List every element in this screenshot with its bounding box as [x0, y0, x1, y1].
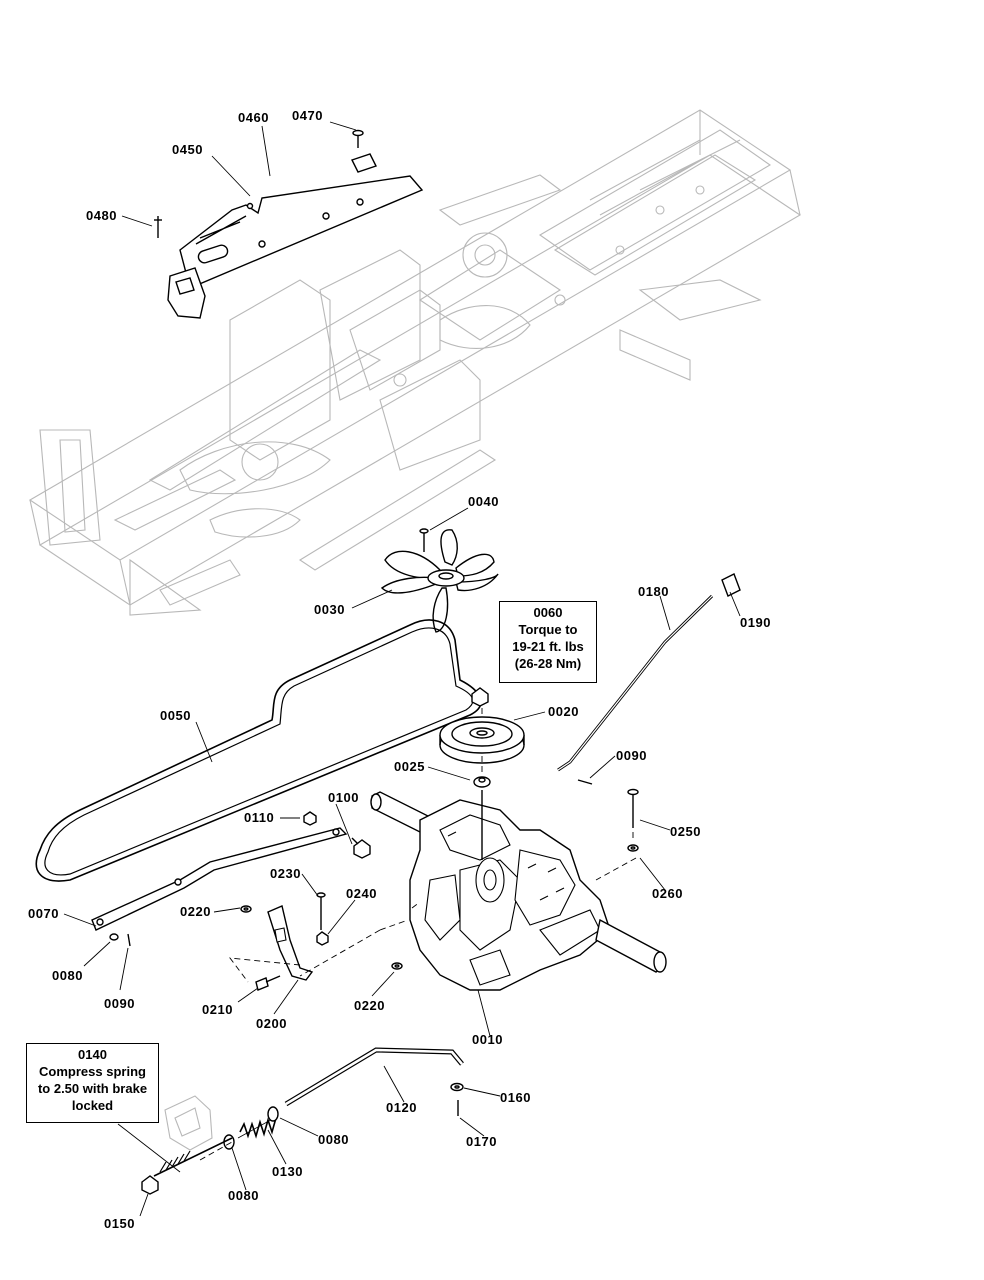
pin-0090-left — [127, 933, 131, 947]
pulley-0020 — [439, 716, 525, 764]
label-0200: 0200 — [256, 1016, 287, 1031]
label-0130: 0130 — [272, 1164, 303, 1179]
label-0100: 0100 — [328, 790, 359, 805]
washer-0220-left — [240, 905, 252, 913]
label-0020: 0020 — [548, 704, 579, 719]
belt-0050 — [35, 619, 482, 882]
fan-0030 — [380, 529, 499, 633]
nut-0060 — [471, 687, 489, 707]
nut-0150 — [141, 1175, 159, 1195]
label-0450: 0450 — [172, 142, 203, 157]
label-0025: 0025 — [394, 759, 425, 774]
rod-0120 — [284, 1047, 464, 1107]
label-0090-top: 0090 — [616, 748, 647, 763]
washer-0080-left — [109, 933, 119, 941]
frame-chassis — [28, 109, 802, 616]
washer-0220-right — [391, 962, 403, 970]
screw-0480 — [154, 216, 162, 238]
bolt-0210 — [255, 975, 281, 991]
torque-callout: 0060 Torque to 19-21 ft. lbs (26-28 Nm) — [499, 601, 597, 683]
washer-0160 — [450, 1082, 464, 1092]
leader-lines — [63, 121, 741, 1217]
label-0080-low: 0080 — [228, 1188, 259, 1203]
bolt-0250 — [627, 788, 639, 828]
nut-0240 — [316, 931, 329, 946]
label-0160: 0160 — [500, 1090, 531, 1105]
label-0240: 0240 — [346, 886, 377, 901]
pin-0470 — [352, 129, 364, 148]
brake-bracket — [164, 1095, 213, 1151]
transaxle-0010 — [370, 790, 667, 991]
label-0180: 0180 — [638, 584, 669, 599]
spring-callout-line-1: Compress spring — [39, 1064, 146, 1079]
pin-0090-top — [577, 779, 593, 785]
label-0010: 0010 — [472, 1032, 503, 1047]
label-0050: 0050 — [160, 708, 191, 723]
rod-spring — [153, 1137, 233, 1177]
label-0480: 0480 — [86, 208, 117, 223]
spring-callout-part: 0140 — [78, 1047, 107, 1062]
bolt-0230 — [316, 892, 326, 930]
label-0470: 0470 — [292, 108, 323, 123]
torque-callout-line-1: Torque to — [518, 622, 578, 637]
bracket-0200 — [267, 905, 314, 981]
washer-0260 — [627, 844, 639, 852]
label-0150: 0150 — [104, 1216, 135, 1231]
label-0070: 0070 — [28, 906, 59, 921]
hub-0025 — [473, 776, 491, 788]
label-0170: 0170 — [466, 1134, 497, 1149]
label-0260: 0260 — [652, 886, 683, 901]
label-0220-right: 0220 — [354, 998, 385, 1013]
label-0190: 0190 — [740, 615, 771, 630]
label-0120: 0120 — [386, 1100, 417, 1115]
label-0230: 0230 — [270, 866, 301, 881]
label-0210: 0210 — [202, 1002, 233, 1017]
footrest-panel — [167, 153, 424, 319]
assembly-dashed-lines — [199, 708, 637, 1161]
bolt-0100 — [351, 837, 371, 859]
arm-0070 — [91, 827, 348, 931]
label-0080-left: 0080 — [52, 968, 83, 983]
label-0460: 0460 — [238, 110, 269, 125]
label-0040: 0040 — [468, 494, 499, 509]
spring-callout-line-3: locked — [71, 1098, 114, 1113]
part-labels: 0460 0470 0450 0480 0040 0030 0180 0190 … — [28, 108, 771, 1231]
label-0220-left: 0220 — [180, 904, 211, 919]
nut-0110 — [303, 811, 317, 826]
spring-callout: 0140 Compress spring to 2.50 with brake … — [26, 1043, 159, 1123]
torque-callout-line-2: 19-21 ft. lbs — [512, 639, 584, 654]
knob-0190 — [721, 573, 741, 597]
spring-callout-line-2: to 2.50 with brake — [37, 1081, 148, 1096]
label-0030: 0030 — [314, 602, 345, 617]
label-0110: 0110 — [244, 810, 274, 825]
bolt-0040 — [419, 528, 429, 552]
torque-callout-line-3: (26-28 Nm) — [514, 656, 582, 671]
washer-0080-mid — [267, 1106, 279, 1122]
label-0080-mid: 0080 — [318, 1132, 349, 1147]
rod-0180 — [557, 594, 714, 772]
label-0250: 0250 — [670, 824, 701, 839]
torque-callout-part: 0060 — [533, 605, 563, 620]
label-0090-left: 0090 — [104, 996, 135, 1011]
